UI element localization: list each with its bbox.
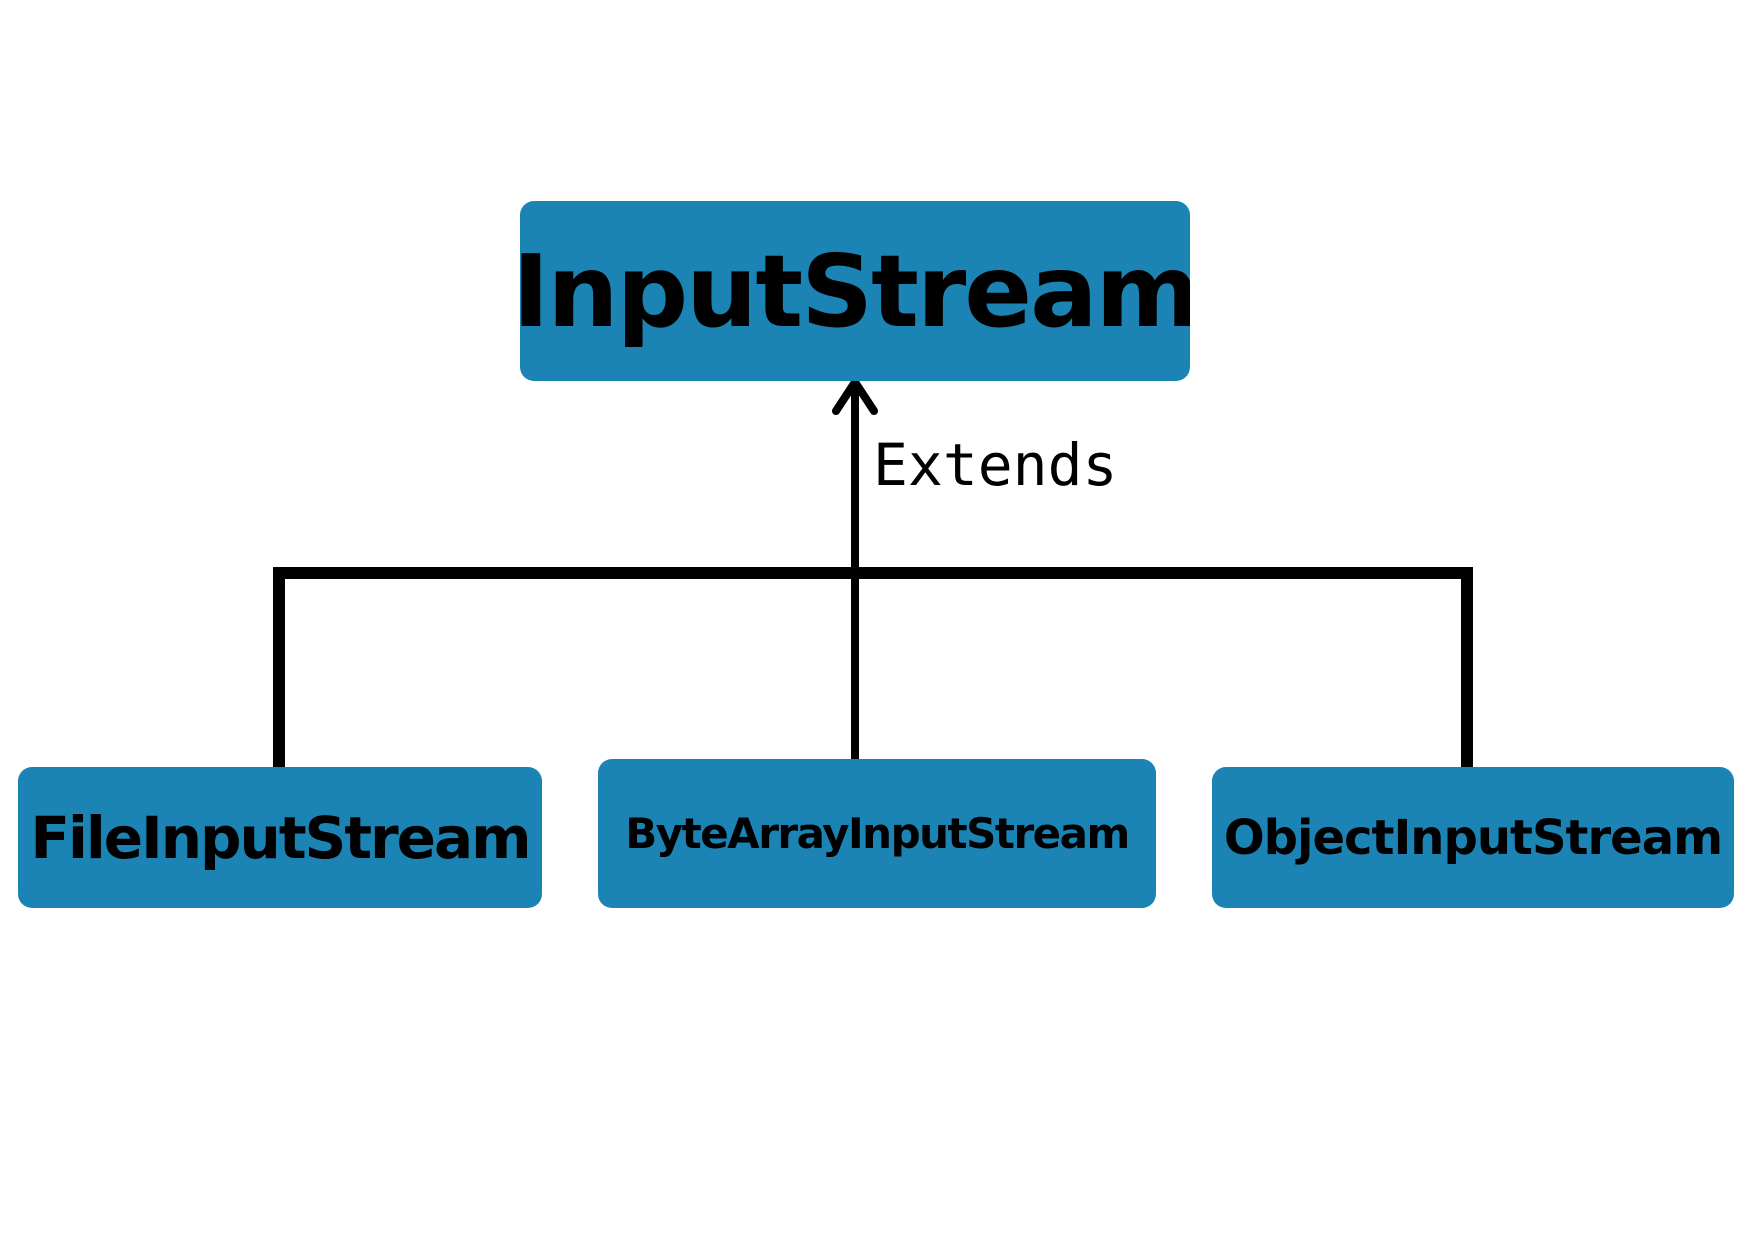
extends-label: Extends xyxy=(873,431,1118,499)
bytearrayinputstream-label: ByteArrayInputStream xyxy=(625,809,1130,858)
extends-arrowhead-icon xyxy=(832,378,878,415)
fileinputstream-box: FileInputStream xyxy=(18,767,542,908)
objectinputstream-box: ObjectInputStream xyxy=(1212,767,1734,908)
fileinputstream-label: FileInputStream xyxy=(30,803,531,872)
inputstream-label: InputStream xyxy=(520,232,1190,350)
inputstream-box: InputStream xyxy=(520,201,1190,381)
objectinputstream-label: ObjectInputStream xyxy=(1223,809,1723,866)
bytearrayinputstream-box: ByteArrayInputStream xyxy=(598,759,1156,908)
